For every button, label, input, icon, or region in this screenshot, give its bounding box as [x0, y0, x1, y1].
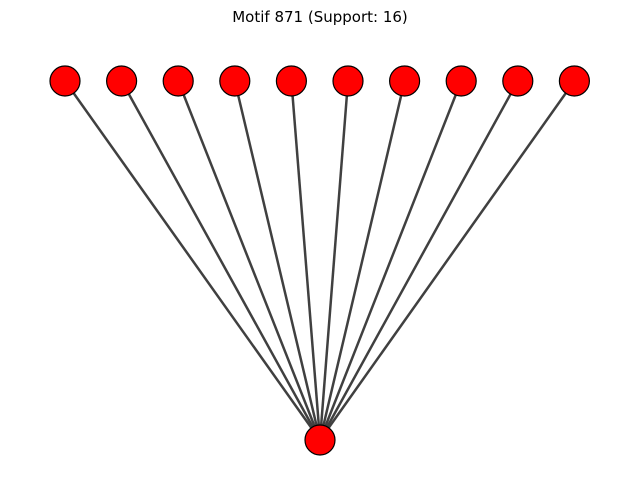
graph-node-hub	[304, 424, 336, 456]
graph-edge-10	[318, 80, 576, 441]
graph-node-leaf-10	[558, 65, 591, 97]
figure-title: Motif 871 (Support: 16)	[232, 8, 408, 26]
graph-node-leaf-8	[445, 65, 477, 97]
graph-edge-4	[233, 80, 322, 441]
graph-node-leaf-7	[389, 65, 421, 97]
edges-layer	[63, 80, 576, 441]
graph-node-leaf-2	[105, 65, 138, 97]
graph-edge-3	[177, 80, 322, 441]
graph-edge-1	[63, 80, 322, 441]
graph-node-leaf-9	[502, 65, 534, 97]
graph-node-leaf-3	[162, 65, 194, 97]
graph-node-leaf-1	[49, 65, 81, 97]
graph-node-leaf-5	[275, 65, 307, 97]
nodes-layer	[49, 65, 591, 456]
graph-edge-9	[318, 80, 519, 441]
graph-edge-2	[120, 80, 322, 441]
graph-edge-6	[318, 80, 350, 441]
graph-node-leaf-6	[332, 65, 364, 97]
graph-node-leaf-4	[219, 65, 251, 97]
graph-edge-8	[318, 80, 463, 441]
graph-edge-5	[290, 80, 322, 441]
graph-edge-7	[318, 80, 406, 441]
